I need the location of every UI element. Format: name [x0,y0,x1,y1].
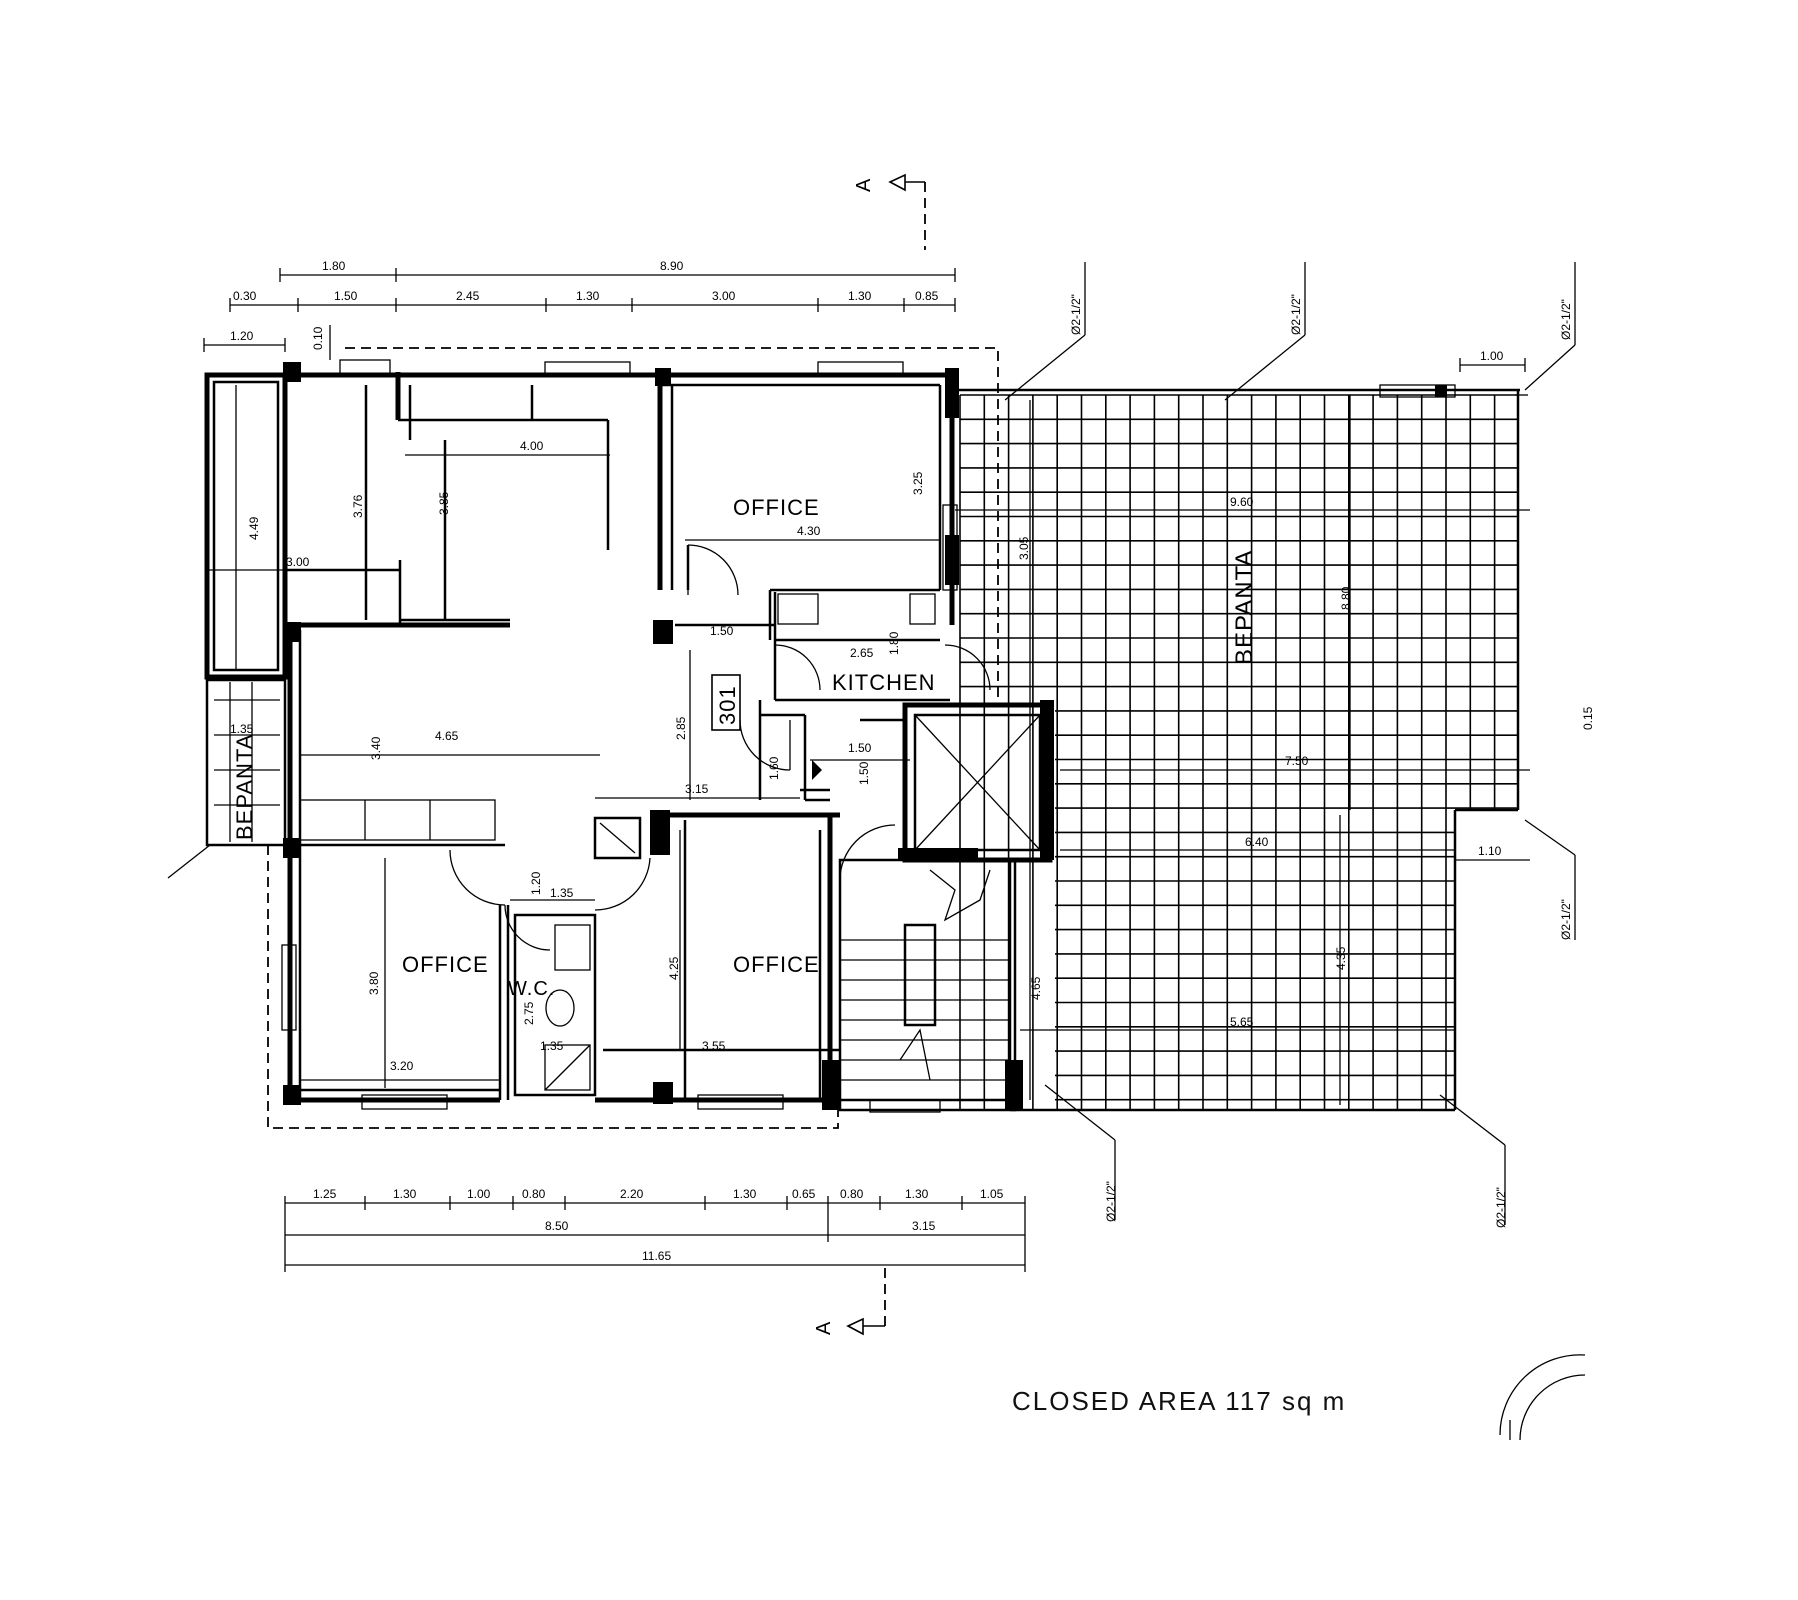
section-marker-top: A [853,173,926,250]
door-swings [449,544,1586,1441]
room-label-office-top: OFFICE [733,495,820,520]
entry-arrow-icon [812,760,822,780]
dim-5-65: 5.65 [1230,1015,1254,1029]
top-dimension-lines: 1.80 8.90 0.30 1.50 2.45 1.30 3.00 1.30 … [203,259,956,360]
unit-number-box [711,674,741,731]
dim-bottom-1-05: 1.05 [980,1187,1004,1201]
dim-1-50b: 1.50 [848,741,872,755]
dim-bottom-2-20: 2.20 [620,1187,644,1201]
dim-3-40: 3.40 [369,736,383,760]
room-label-office-bottom-left: OFFICE [402,952,489,977]
dim-4-30: 4.30 [797,524,821,538]
dim-bottom-11-65: 11.65 [642,1249,671,1263]
dim-bottom-1-25: 1.25 [313,1187,337,1201]
dim-top-1-30b: 1.30 [848,289,872,303]
dim-top-0-30: 0.30 [233,289,257,303]
dim-4-65b: 4.65 [1029,976,1043,1000]
dim-9-60: 9.60 [1230,495,1254,509]
section-label-bottom: A [813,1321,835,1335]
dim-bottom-0-80b: 0.80 [840,1187,864,1201]
dim-bottom-1-30: 1.30 [393,1187,417,1201]
veranda-tile-grid [959,394,1518,1110]
room-label-wc: W.C. [508,978,555,1000]
dim-4-00: 4.00 [520,439,544,453]
room-label-veranda-main: ΒΕΡΑΝΤΑ [1231,550,1258,665]
dim-1-50c: 1.50 [857,761,871,785]
dim-bottom-0-65: 0.65 [792,1187,816,1201]
dim-2-75: 2.75 [522,1001,536,1025]
dim-4-25: 4.25 [667,956,681,980]
outer-boundary [267,347,999,1129]
dim-top-1-80: 1.80 [322,259,346,273]
pipe-label-4: Ø2-1/2" [1559,899,1573,940]
dim-3-25: 3.25 [911,471,925,495]
interior-dimensions: 4.00 4.49 3.76 3.85 3.00 4.30 3.25 1.50 … [230,349,1595,1105]
pipe-label-5: Ø2-1/2" [1104,1181,1118,1222]
dim-2-85: 2.85 [674,716,688,740]
dim-0-15: 0.15 [1581,706,1595,730]
bottom-dimension-lines: 1.25 1.30 1.00 0.80 2.20 1.30 0.65 0.80 … [284,1187,1026,1272]
dim-1-00: 1.00 [1480,349,1504,363]
dim-3-00: 3.00 [286,555,310,569]
dim-7-50: 7.50 [1285,754,1309,768]
pipe-label-6: Ø2-1/2" [1494,1187,1508,1228]
dim-3-20: 3.20 [390,1059,414,1073]
structural-columns [283,362,1447,1110]
dim-3-55: 3.55 [702,1039,726,1053]
dim-bottom-8-50: 8.50 [545,1219,569,1233]
room-label-veranda-side: ΒΕΡΑΝΤΑ [232,734,257,840]
windows [281,359,1456,1113]
dim-top-2-45: 2.45 [456,289,480,303]
dim-bottom-1-30b: 1.30 [733,1187,757,1201]
dim-1-20: 1.20 [529,871,543,895]
dim-8-80: 8.80 [1339,586,1353,610]
building-walls [204,372,1528,1112]
dim-1-35c: 1.35 [540,1039,564,1053]
dim-bottom-3-15: 3.15 [912,1219,936,1233]
dim-0-10: 0.10 [311,326,325,350]
dim-3-80: 3.80 [367,971,381,995]
dim-2-65: 2.65 [850,646,874,660]
dim-bottom-0-80: 0.80 [522,1187,546,1201]
dim-top-1-50: 1.50 [334,289,358,303]
room-label-office-bottom-right: OFFICE [733,952,820,977]
pipe-leaders: Ø2-1/2" Ø2-1/2" Ø2-1/2" Ø2-1/2" Ø2-1/2" … [167,262,1576,1228]
pipe-label-3: Ø2-1/2" [1559,299,1573,340]
dim-3-76: 3.76 [351,494,365,518]
unit-number: 301 [715,685,740,725]
section-label-top: A [853,178,875,192]
dim-top-3-00: 3.00 [712,289,736,303]
dim-1-80: 1.80 [887,631,901,655]
dim-1-35: 1.35 [230,722,254,736]
dim-1-20: 1.20 [230,329,254,343]
dim-top-8-90: 8.90 [660,259,684,273]
dim-1-35b: 1.35 [550,886,574,900]
dim-1-60: 1.60 [767,756,781,780]
room-label-kitchen: KITCHEN [832,670,936,695]
dim-4-49: 4.49 [247,516,261,540]
dim-3-05: 3.05 [1017,536,1031,560]
closed-area-label: CLOSED AREA 117 sq m [1012,1386,1346,1416]
dim-3-15: 3.15 [685,782,709,796]
pipe-label-1: Ø2-1/2" [1069,294,1083,335]
section-marker-bottom: A [813,1262,886,1336]
dim-1-50: 1.50 [710,624,734,638]
dim-4-65: 4.65 [435,729,459,743]
dim-4-35: 4.35 [1334,946,1348,970]
dim-top-0-85: 0.85 [915,289,939,303]
pipe-label-2: Ø2-1/2" [1289,294,1303,335]
dim-1-10: 1.10 [1478,844,1502,858]
dim-3-85: 3.85 [437,491,451,515]
dim-bottom-1-00: 1.00 [467,1187,491,1201]
room-labels: OFFICE OFFICE OFFICE KITCHEN W.C. ΒΕΡΑΝΤ… [232,495,1258,1000]
dim-6-40: 6.40 [1245,835,1269,849]
dim-top-1-30: 1.30 [576,289,600,303]
dim-bottom-1-30c: 1.30 [905,1187,929,1201]
